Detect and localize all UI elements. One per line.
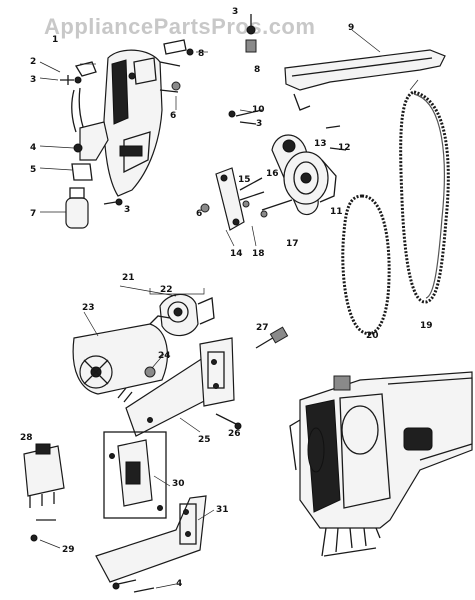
callout-19: 19 <box>420 321 433 331</box>
callout-6: 6 <box>170 111 176 121</box>
callout-10: 10 <box>252 105 265 115</box>
callout-6: 6 <box>196 209 202 219</box>
callout-8: 8 <box>198 49 204 59</box>
callout-8: 8 <box>254 65 260 75</box>
callout-3: 3 <box>256 119 262 129</box>
feed-bar-assembly <box>284 29 446 111</box>
lamp-housing-assembly <box>60 39 194 229</box>
callout-12: 12 <box>338 143 351 153</box>
callout-4: 4 <box>30 143 36 153</box>
callout-16: 16 <box>266 169 279 179</box>
sewing-machine-head <box>289 371 473 557</box>
callout-3: 3 <box>124 205 130 215</box>
callout-23: 23 <box>82 303 95 313</box>
callout-11: 11 <box>330 207 343 217</box>
callout-1: 1 <box>52 35 58 45</box>
callout-25: 25 <box>198 435 211 445</box>
callout-22-bracket <box>149 288 205 295</box>
cam-arm-mechanism <box>200 109 347 231</box>
watermark-text: AppliancePartsPros.com <box>44 14 315 39</box>
callout-30: 30 <box>172 479 185 489</box>
callout-18: 18 <box>252 249 265 259</box>
switch-28 <box>23 443 65 542</box>
callout-22: 22 <box>160 285 173 295</box>
callout-9: 9 <box>348 23 354 33</box>
callout-20: 20 <box>366 331 379 341</box>
callout-24: 24 <box>158 351 171 361</box>
drive-belts <box>341 79 450 336</box>
callout-3: 3 <box>30 75 36 85</box>
callout-labels: 1 2 3 3 3 3 4 4 5 6 7 8 8 9 10 11 12 13 … <box>20 7 433 589</box>
callout-15: 15 <box>238 175 251 185</box>
receptacle-and-plate <box>95 431 207 593</box>
callout-26: 26 <box>228 429 241 439</box>
callout-5: 5 <box>30 165 36 175</box>
callout-21: 21 <box>122 273 135 283</box>
callout-17: 17 <box>286 239 299 249</box>
top-fasteners <box>245 14 257 53</box>
callout-13: 13 <box>314 139 327 149</box>
callout-28: 28 <box>20 433 33 443</box>
callout-31: 31 <box>216 505 229 515</box>
callout-4: 4 <box>176 579 182 589</box>
motor-assembly <box>72 293 289 437</box>
callout-3: 3 <box>232 7 238 17</box>
callout-29: 29 <box>62 545 75 555</box>
callout-7: 7 <box>30 209 36 219</box>
callout-27: 27 <box>256 323 269 333</box>
callout-2: 2 <box>30 57 36 67</box>
callout-14: 14 <box>230 249 243 259</box>
